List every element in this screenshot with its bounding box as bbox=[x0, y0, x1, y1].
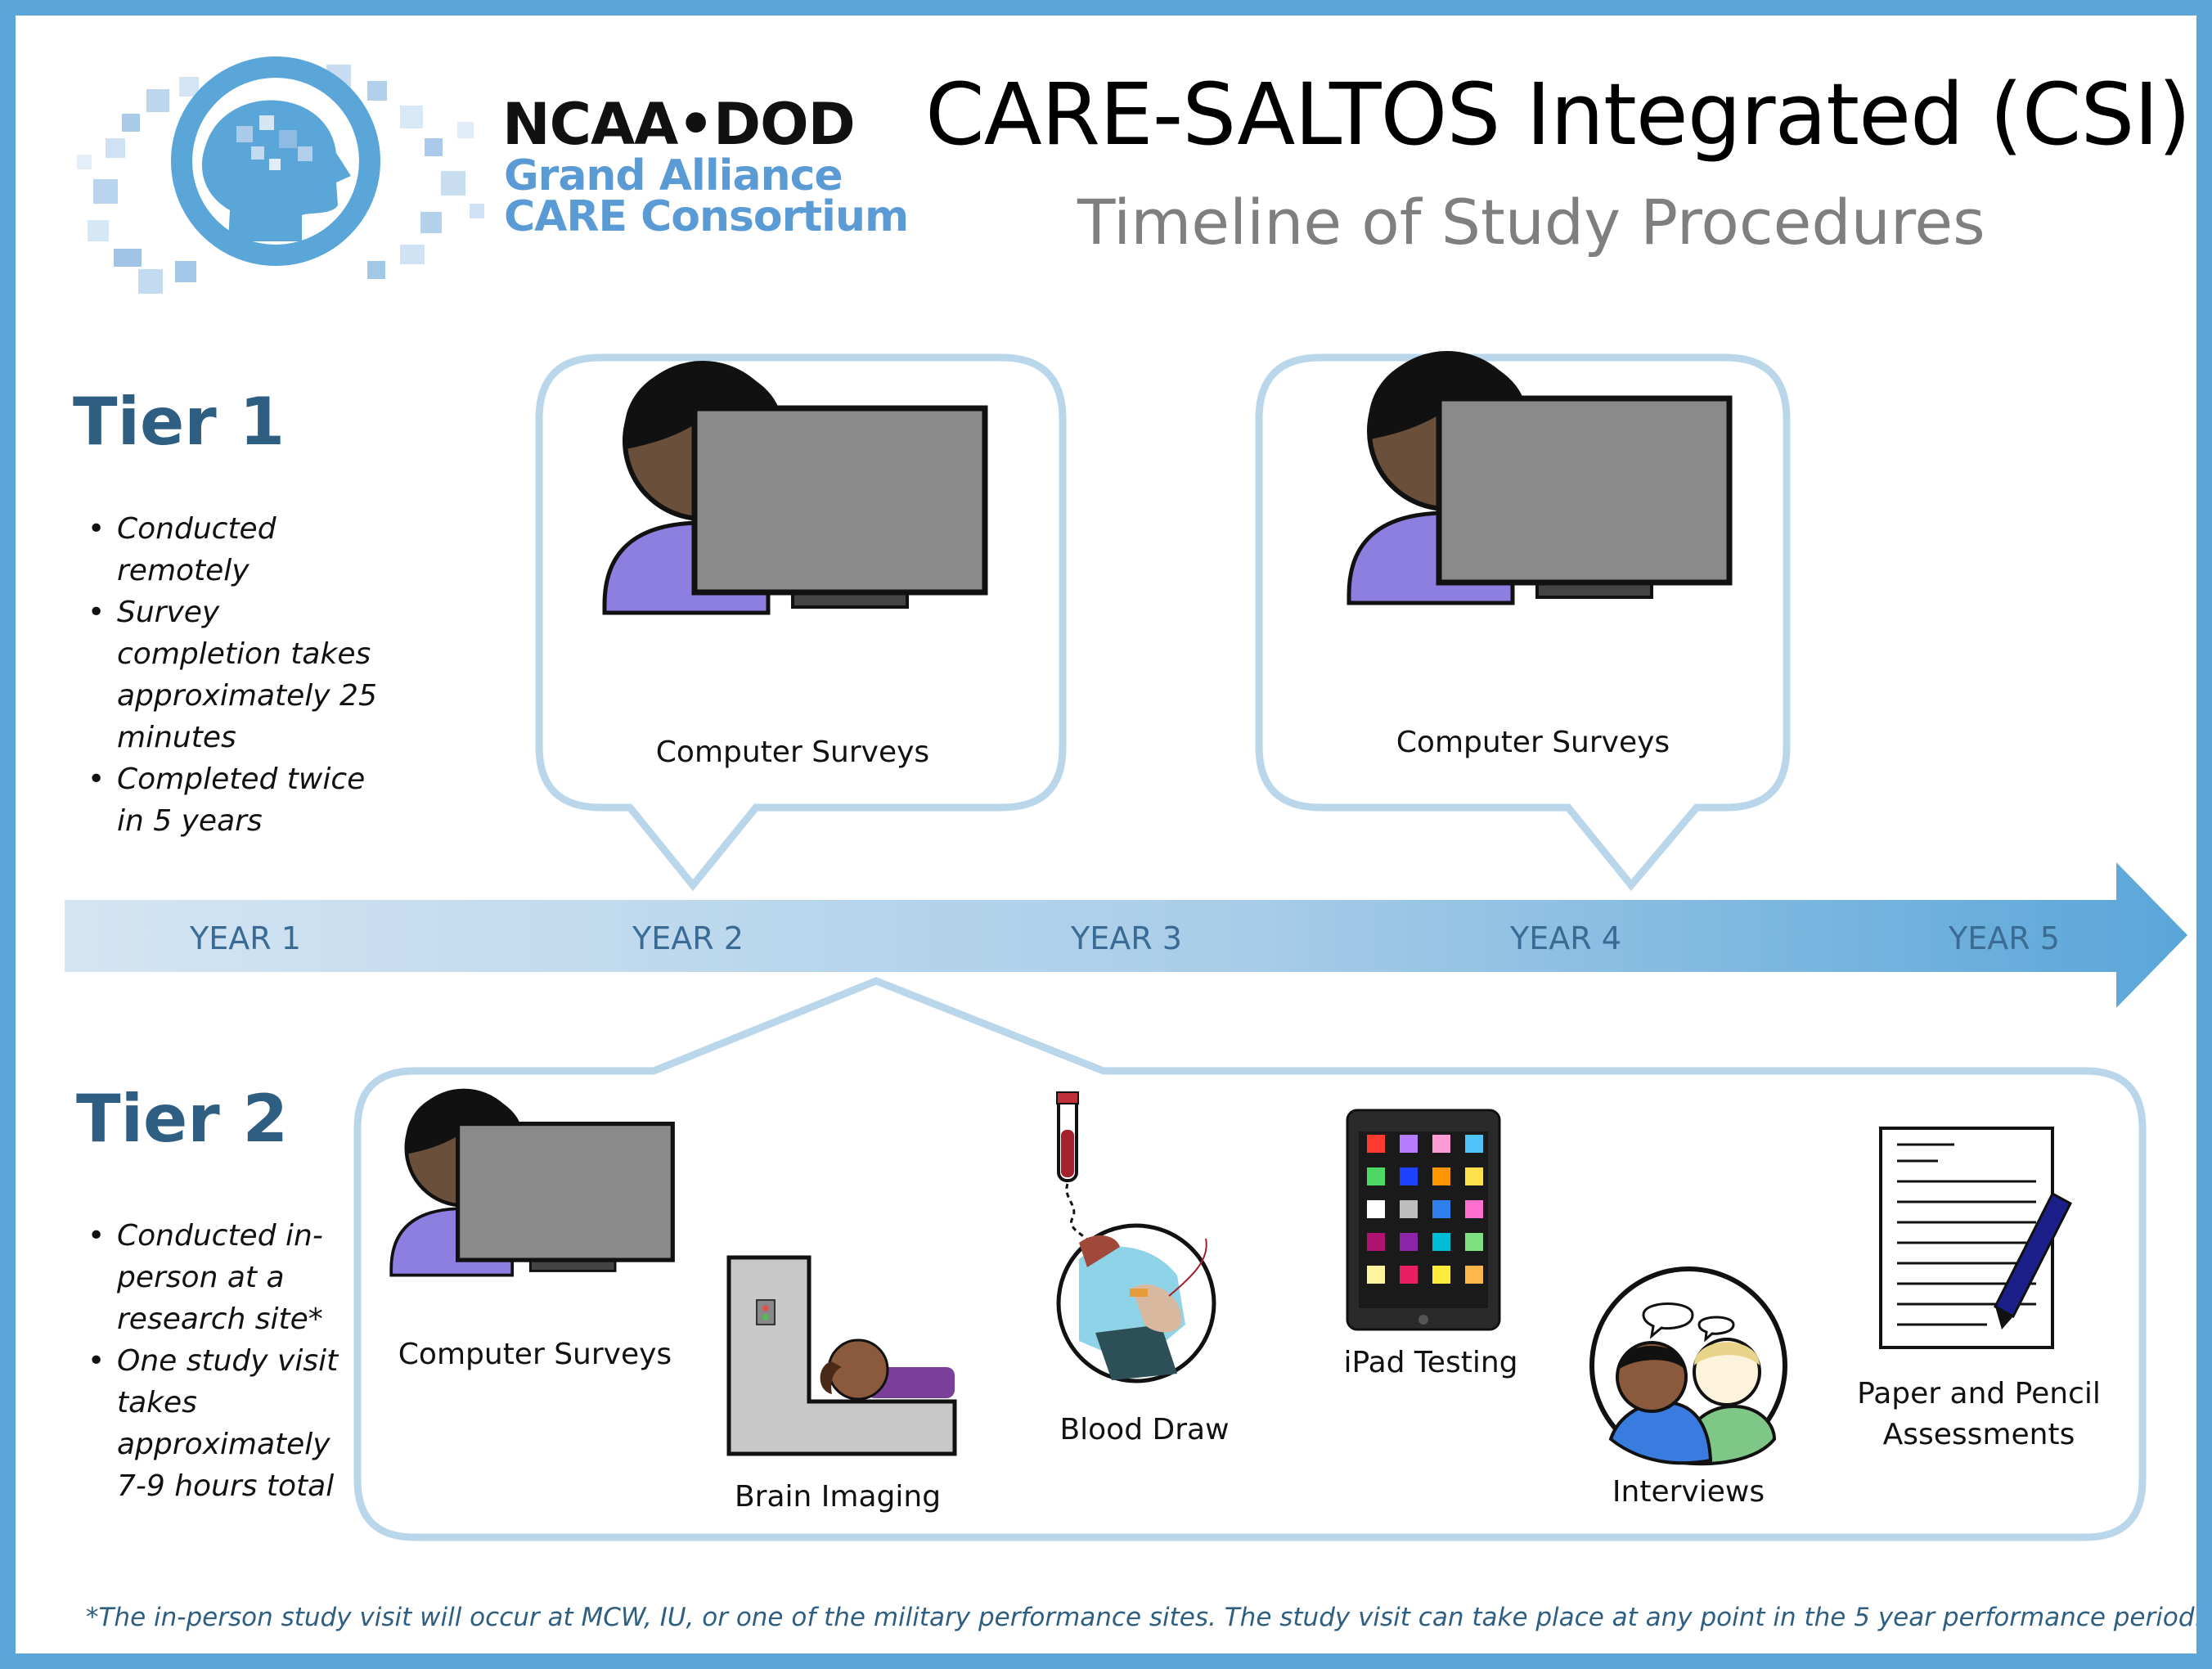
bullet-line: minutes bbox=[117, 721, 236, 754]
tier2-procedure-label: Brain Imaging bbox=[734, 1480, 942, 1514]
tier2-procedure-label: Interviews bbox=[1612, 1475, 1765, 1509]
timeline-year-2: YEAR 2 bbox=[632, 920, 744, 956]
paper-pencil-icon bbox=[1879, 1127, 2072, 1349]
timeline-year-4: YEAR 4 bbox=[1510, 920, 1621, 956]
org-subname-1: Grand Alliance bbox=[504, 151, 843, 200]
bullet-line: research site* bbox=[117, 1302, 323, 1336]
diagram-canvas bbox=[65, 56, 2187, 1541]
tier1-bullet: Survey completion takes approximately 25… bbox=[88, 592, 415, 758]
label-line: Paper and Pencil bbox=[1857, 1377, 2101, 1410]
org-name: NCAA•DOD bbox=[502, 91, 856, 158]
tier2-bullet: Conducted in- person at a research site* bbox=[88, 1215, 366, 1340]
bullet-line: 7-9 hours total bbox=[117, 1469, 335, 1503]
tier2-heading: Tier 2 bbox=[76, 1081, 289, 1157]
bullet-line: completion takes bbox=[117, 637, 371, 671]
bullet-line: Survey bbox=[117, 596, 220, 629]
label-line: Assessments bbox=[1882, 1418, 2075, 1451]
blood-draw-icon bbox=[1056, 1091, 1216, 1383]
bullet-line: Completed twice bbox=[117, 763, 366, 796]
tier1-procedure-label: Computer Surveys bbox=[1396, 726, 1670, 759]
page-subtitle: Timeline of Study Procedures bbox=[1077, 186, 1985, 259]
tier2-bullet-list: Conducted in- person at a research site*… bbox=[88, 1215, 366, 1507]
tier2-procedure-label: Computer Surveys bbox=[398, 1338, 672, 1371]
tier1-bullet-list: Conducted remotely Survey completion tak… bbox=[88, 508, 415, 842]
timeline-arrow bbox=[65, 862, 2187, 1008]
bullet-line: in 5 years bbox=[117, 804, 263, 838]
tier1-procedure-label: Computer Surveys bbox=[655, 736, 930, 769]
bullet-line: approximately bbox=[117, 1428, 330, 1461]
footnote: *The in-person study visit will occur at… bbox=[86, 1603, 2203, 1632]
logo-head-icon bbox=[171, 56, 380, 266]
tier2-procedure-label: Blood Draw bbox=[1059, 1413, 1230, 1446]
page-title: CARE-SALTOS Integrated (CSI) bbox=[925, 65, 2192, 164]
timeline-year-1: YEAR 1 bbox=[190, 920, 301, 956]
bullet-line: takes bbox=[117, 1386, 197, 1419]
logo-pixel-cloud bbox=[77, 65, 484, 294]
tier2-procedure-label: Paper and Pencil Assessments bbox=[1840, 1374, 2118, 1455]
bullet-line: remotely bbox=[117, 554, 250, 587]
bullet-line: One study visit bbox=[117, 1344, 339, 1378]
tier1-bullet: Conducted remotely bbox=[88, 508, 415, 592]
bullet-line: person at a bbox=[117, 1261, 285, 1294]
bullet-line: Conducted in- bbox=[117, 1219, 323, 1253]
tier1-heading: Tier 1 bbox=[73, 384, 285, 460]
org-subname-2: CARE Consortium bbox=[504, 192, 909, 241]
timeline-year-3: YEAR 3 bbox=[1071, 920, 1182, 956]
tier2-bullet: One study visit takes approximately 7-9 … bbox=[88, 1340, 366, 1507]
timeline-year-5: YEAR 5 bbox=[1949, 920, 2060, 956]
mri-scanner-icon bbox=[726, 1255, 957, 1456]
bullet-line: approximately 25 bbox=[117, 679, 377, 713]
bullet-line: Conducted bbox=[117, 512, 276, 546]
tablet-icon bbox=[1346, 1109, 1501, 1331]
interview-people-icon bbox=[1589, 1266, 1787, 1466]
tier2-procedure-label: iPad Testing bbox=[1343, 1346, 1518, 1379]
tier1-bullet: Completed twice in 5 years bbox=[88, 758, 415, 842]
